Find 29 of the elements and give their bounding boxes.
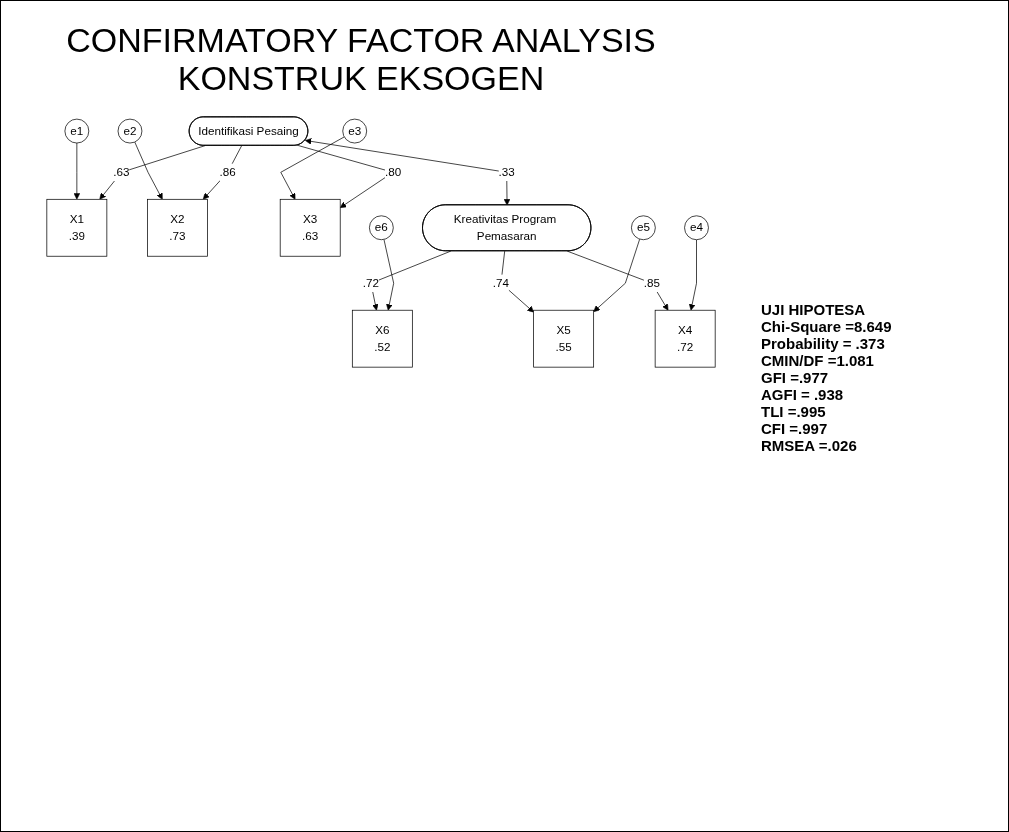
diagram-title: CONFIRMATORY FACTOR ANALYSIS KONSTRUK EKSOGEN bbox=[65, 21, 657, 97]
fit-statistic: Probability = .373 bbox=[761, 335, 886, 352]
node-circle: e3 bbox=[342, 118, 368, 144]
node-box: X5 .55 bbox=[533, 309, 595, 368]
fit-statistic: GFI =.977 bbox=[761, 369, 830, 386]
node-box: X3 .63 bbox=[279, 198, 341, 257]
node-circle: e1 bbox=[64, 118, 90, 144]
fit-statistic: Chi-Square =8.649 bbox=[761, 318, 892, 335]
node-box: X4 .72 bbox=[654, 309, 716, 368]
node-box: X1 .39 bbox=[46, 198, 108, 257]
node-circle: e6 bbox=[369, 215, 394, 241]
edge-label: .80 bbox=[384, 165, 402, 179]
fit-statistic: CFI =.997 bbox=[761, 420, 829, 437]
node-box: X2 .73 bbox=[147, 198, 208, 257]
node-circle: e5 bbox=[631, 215, 656, 241]
node-circle: e2 bbox=[117, 118, 143, 144]
fit-statistic: RMSEA =.026 bbox=[761, 437, 858, 454]
edge-label: .63 bbox=[113, 165, 130, 179]
edge-label: .85 bbox=[643, 276, 661, 290]
node-circle: e4 bbox=[684, 215, 709, 241]
node-box: X6 .52 bbox=[351, 309, 413, 368]
edge-label: .33 bbox=[498, 165, 515, 179]
fit-statistic: AGFI = .938 bbox=[761, 386, 845, 403]
fit-statistic: CMIN/DF =1.081 bbox=[761, 352, 875, 369]
fit-statistic: UJI HIPOTESA bbox=[761, 301, 867, 318]
fit-statistic: TLI =.995 bbox=[761, 403, 827, 420]
edge-label: .74 bbox=[492, 276, 510, 290]
edge-label: .72 bbox=[362, 276, 380, 290]
edge-label: .86 bbox=[219, 165, 236, 179]
